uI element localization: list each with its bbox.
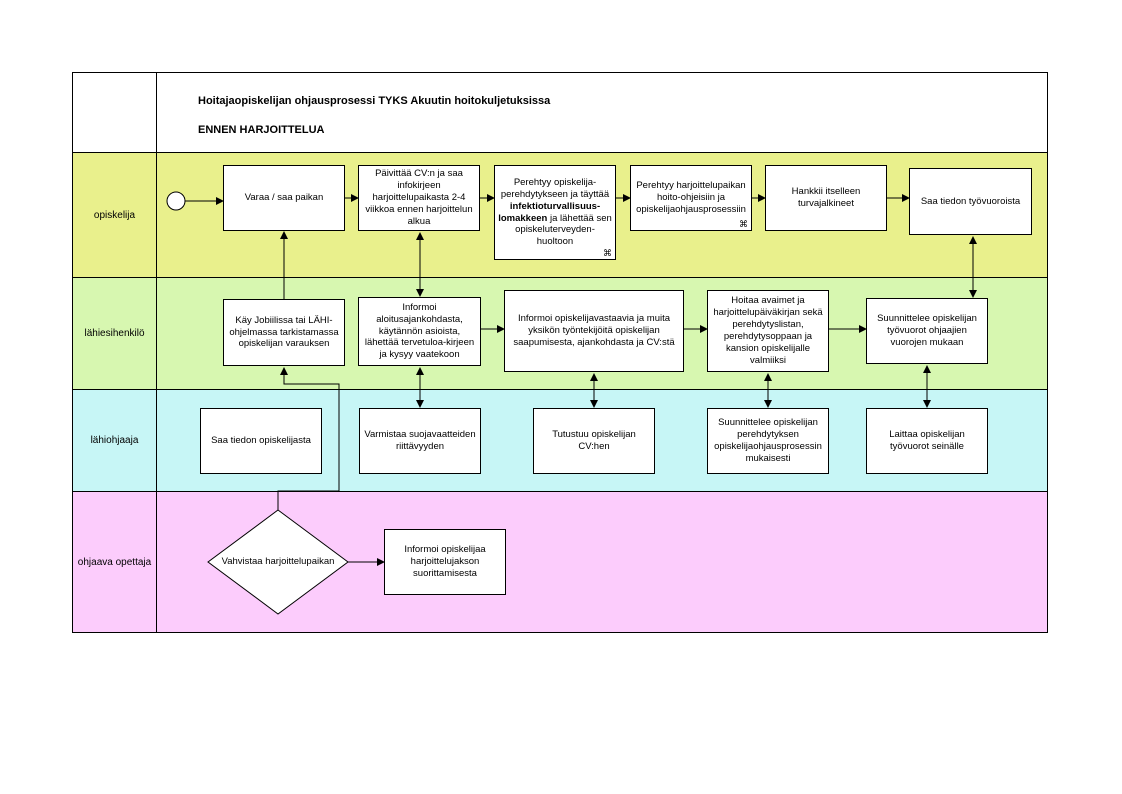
task-hankkii: Hankkii itselleen turvajalkineet [765,165,887,231]
decision-vahvistaa: Vahvistaa harjoittelupaikan [221,555,335,567]
subprocess-icon: ⌘ [739,219,748,229]
task-kay-jobiilissa: Käy Jobiilissa tai LÄHI-ohjelmassa tarki… [223,299,345,366]
diagram-subtitle: ENNEN HARJOITTELUA [198,124,325,136]
lane-ohjaava-opettaja: ohjaava opettaja [72,492,1048,633]
task-laittaa: Laittaa opiskelijan työvuorot seinälle [866,408,988,474]
task-suunnittelee-tyovuorot: Suunnittelee opiskelijan työvuorot ohjaa… [866,298,988,364]
task-informoi-vastaavia: Informoi opiskelijavastaavia ja muita yk… [504,290,684,372]
task-saa-tiedon-tyovuoroista: Saa tiedon työvuoroista [909,168,1032,235]
lane-label: lähiohjaaja [73,390,157,491]
task-hoitaa-avaimet: Hoitaa avaimet ja harjoittelupäiväkirjan… [707,290,829,372]
diagram-header: Hoitajaopiskelijan ohjausprosessi TYKS A… [72,72,1048,153]
task-informoi-opiskelijaa: Informoi opiskelijaa harjoittelujakson s… [384,529,506,595]
task-tutustuu: Tutustuu opiskelijan CV:hen [533,408,655,474]
task-perehtyy-opiskelijaperehdytys: Perehtyy opiskelija-perehdytykseen ja tä… [494,165,616,260]
task-paivittaa: Päivittää CV:n ja saa infokirjeen harjoi… [358,165,480,231]
task-perehtyy-hoito-ohjeisiin: Perehtyy harjoittelupaikan hoito-ohjeisi… [630,165,752,231]
task-saa-tiedon-opiskelijasta: Saa tiedon opiskelijasta [200,408,322,474]
lane-label: ohjaava opettaja [73,492,157,632]
lane-label: lähiesihenkilö [73,278,157,389]
diagram-title: Hoitajaopiskelijan ohjausprosessi TYKS A… [198,95,551,107]
task-varmistaa: Varmistaa suojavaatteiden riittävyyden [359,408,481,474]
subprocess-icon: ⌘ [603,248,612,258]
task-varaa: Varaa / saa paikan [223,165,345,231]
task-informoi-aloitus: Informoi aloitusajankohdasta, käytännön … [358,297,481,366]
lane-label: opiskelija [73,153,157,277]
task-suunnittelee-perehdytyksen: Suunnittelee opiskelijan perehdytyksen o… [707,408,829,474]
